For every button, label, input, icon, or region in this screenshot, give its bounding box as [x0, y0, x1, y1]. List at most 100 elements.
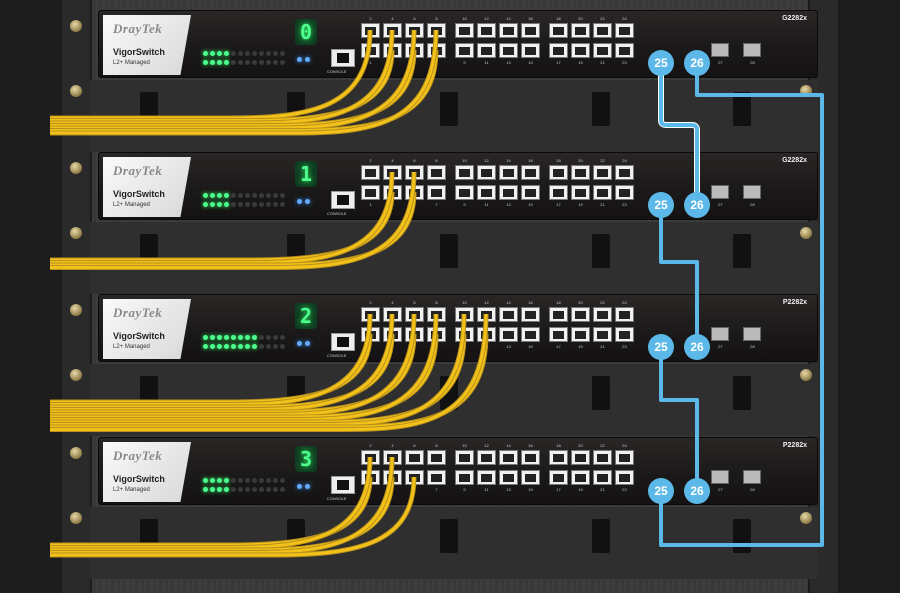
port-led — [203, 193, 208, 198]
ethernet-port-10[interactable] — [455, 165, 474, 180]
ethernet-port-12[interactable] — [477, 23, 496, 38]
ethernet-port-22[interactable] — [593, 165, 612, 180]
ethernet-port-20[interactable] — [571, 23, 590, 38]
ethernet-port-16[interactable] — [521, 307, 540, 322]
ethernet-port-6[interactable] — [405, 450, 424, 465]
ethernet-port-21[interactable] — [593, 185, 612, 200]
ethernet-port-14[interactable] — [499, 450, 518, 465]
port-number: 1 — [369, 202, 372, 207]
port-led — [203, 487, 208, 492]
ethernet-port-14[interactable] — [499, 307, 518, 322]
ethernet-port-14[interactable] — [499, 165, 518, 180]
port-number: 2 — [369, 16, 372, 21]
ethernet-port-21[interactable] — [593, 327, 612, 342]
port-number: 24 — [622, 443, 627, 448]
port-led — [252, 344, 257, 349]
port-number: 18 — [556, 16, 561, 21]
ethernet-port-11[interactable] — [477, 43, 496, 58]
rack-screw — [70, 304, 82, 316]
sfp-port-28[interactable] — [743, 327, 761, 341]
ethernet-port-9[interactable] — [455, 470, 474, 485]
ethernet-port-11[interactable] — [477, 185, 496, 200]
ethernet-port-20[interactable] — [571, 307, 590, 322]
ethernet-port-18[interactable] — [549, 23, 568, 38]
console-port[interactable] — [331, 333, 355, 351]
ethernet-port-8[interactable] — [427, 450, 446, 465]
ethernet-port-24[interactable] — [615, 307, 634, 322]
sfp-port-28[interactable] — [743, 470, 761, 484]
sfp-port-27[interactable] — [711, 327, 729, 341]
port-number: 13 — [506, 487, 511, 492]
ethernet-port-19[interactable] — [571, 185, 590, 200]
ethernet-port-12[interactable] — [477, 165, 496, 180]
ethernet-port-21[interactable] — [593, 43, 612, 58]
ethernet-port-17[interactable] — [549, 470, 568, 485]
ethernet-port-15[interactable] — [521, 470, 540, 485]
ethernet-port-18[interactable] — [549, 450, 568, 465]
port-led — [203, 335, 208, 340]
sfp-port-27[interactable] — [711, 470, 729, 484]
ethernet-port-9[interactable] — [455, 43, 474, 58]
ethernet-port-1[interactable] — [361, 185, 380, 200]
port-number: 28 — [750, 60, 755, 65]
ethernet-port-13[interactable] — [499, 185, 518, 200]
ethernet-port-20[interactable] — [571, 165, 590, 180]
port-led — [217, 487, 222, 492]
ethernet-port-13[interactable] — [499, 327, 518, 342]
ethernet-port-14[interactable] — [499, 23, 518, 38]
port-led — [280, 60, 285, 65]
port-led — [252, 478, 257, 483]
ethernet-port-16[interactable] — [521, 23, 540, 38]
ethernet-port-10[interactable] — [455, 23, 474, 38]
ethernet-port-10[interactable] — [455, 450, 474, 465]
ethernet-port-23[interactable] — [615, 43, 634, 58]
sfp-port-28[interactable] — [743, 43, 761, 57]
ethernet-port-22[interactable] — [593, 450, 612, 465]
ethernet-port-17[interactable] — [549, 43, 568, 58]
ethernet-port-8[interactable] — [427, 165, 446, 180]
port-number: 11 — [484, 202, 489, 207]
ethernet-port-22[interactable] — [593, 307, 612, 322]
ethernet-port-19[interactable] — [571, 327, 590, 342]
ethernet-port-17[interactable] — [549, 185, 568, 200]
ethernet-port-15[interactable] — [521, 185, 540, 200]
ethernet-port-20[interactable] — [571, 450, 590, 465]
ethernet-port-13[interactable] — [499, 43, 518, 58]
ethernet-port-9[interactable] — [455, 185, 474, 200]
ethernet-port-23[interactable] — [615, 327, 634, 342]
ethernet-port-24[interactable] — [615, 450, 634, 465]
ethernet-port-23[interactable] — [615, 470, 634, 485]
port-led — [266, 478, 271, 483]
ethernet-port-24[interactable] — [615, 165, 634, 180]
ethernet-port-17[interactable] — [549, 327, 568, 342]
stack-cable — [658, 63, 700, 205]
ethernet-port-19[interactable] — [571, 43, 590, 58]
ethernet-port-23[interactable] — [615, 185, 634, 200]
console-port[interactable] — [331, 49, 355, 67]
ethernet-port-15[interactable] — [521, 327, 540, 342]
ethernet-port-18[interactable] — [549, 307, 568, 322]
ethernet-port-21[interactable] — [593, 470, 612, 485]
ethernet-port-11[interactable] — [477, 470, 496, 485]
sfp-port-27[interactable] — [711, 43, 729, 57]
ethernet-port-22[interactable] — [593, 23, 612, 38]
ethernet-port-15[interactable] — [521, 43, 540, 58]
stack-cable — [659, 63, 824, 547]
port-number: 17 — [556, 60, 561, 65]
ethernet-port-2[interactable] — [361, 165, 380, 180]
ethernet-port-7[interactable] — [427, 470, 446, 485]
ethernet-port-18[interactable] — [549, 165, 568, 180]
sfp-port-27[interactable] — [711, 185, 729, 199]
ethernet-port-16[interactable] — [521, 165, 540, 180]
ethernet-port-13[interactable] — [499, 470, 518, 485]
ethernet-port-24[interactable] — [615, 23, 634, 38]
sfp-port-28[interactable] — [743, 185, 761, 199]
port-led — [210, 344, 215, 349]
ethernet-port-12[interactable] — [477, 450, 496, 465]
port-led — [231, 193, 236, 198]
ethernet-port-16[interactable] — [521, 450, 540, 465]
ethernet-port-7[interactable] — [427, 185, 446, 200]
console-port[interactable] — [331, 476, 355, 494]
ethernet-port-19[interactable] — [571, 470, 590, 485]
console-port[interactable] — [331, 191, 355, 209]
